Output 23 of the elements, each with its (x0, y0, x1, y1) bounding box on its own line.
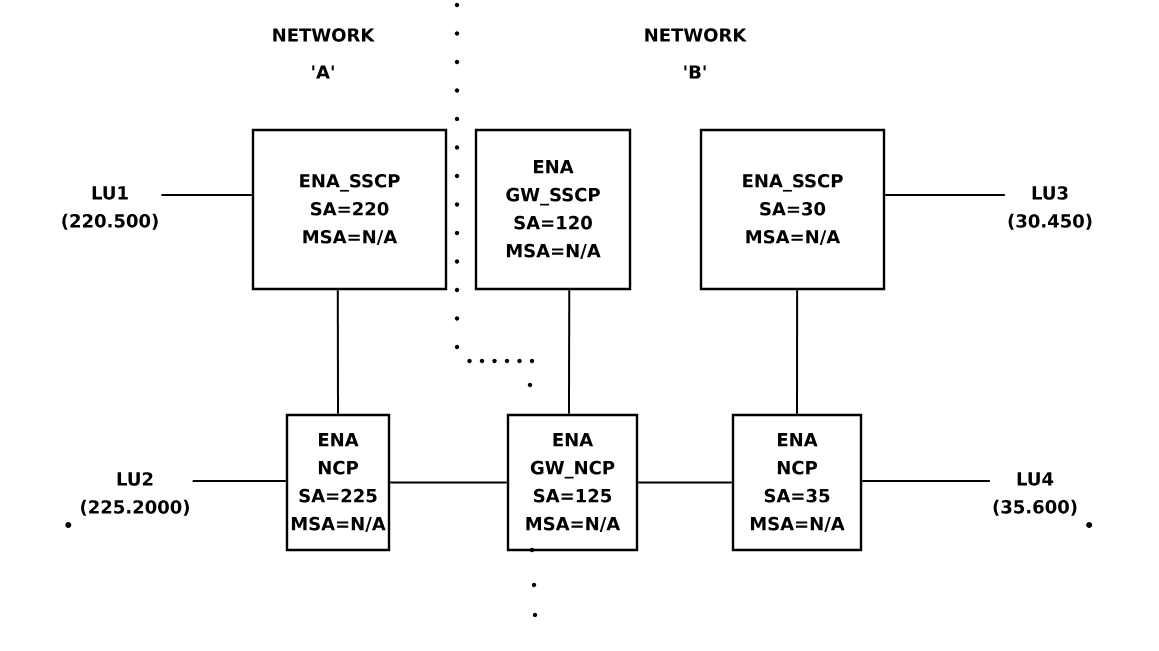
connector-line (389, 481, 508, 484)
network-label: 'B' (684, 65, 706, 79)
process-box: ENA_SSCP SA=220 MSA=N/A (251, 128, 448, 291)
connector-line (160, 194, 253, 196)
process-box: ENA NCP SA=35 MSA=N/A (731, 413, 863, 552)
connector-line (191, 480, 287, 482)
connector-line (336, 289, 339, 415)
unit-label: LU1 (220.500) (62, 186, 158, 230)
process-box: ENA_SSCP SA=30 MSA=N/A (699, 128, 886, 291)
unit-label: LU2 (225.2000) (81, 472, 189, 516)
connector-line (884, 194, 1006, 196)
network-label: 'A' (312, 65, 334, 79)
connector-line (796, 289, 799, 415)
unit-label: LU3 (30.450) (1008, 186, 1092, 230)
connector-line (637, 481, 733, 484)
process-box: ENA GW_SSCP SA=120 MSA=N/A (474, 128, 632, 291)
connector-line (861, 480, 991, 482)
network-label: NETWORK (273, 28, 375, 42)
process-box: ENA NCP SA=225 MSA=N/A (285, 413, 391, 552)
unit-label: LU4 (35.600) (993, 472, 1077, 516)
process-box: ENA GW_NCP SA=125 MSA=N/A (506, 413, 639, 552)
network-label: NETWORK (645, 28, 747, 42)
connector-line (567, 289, 571, 415)
